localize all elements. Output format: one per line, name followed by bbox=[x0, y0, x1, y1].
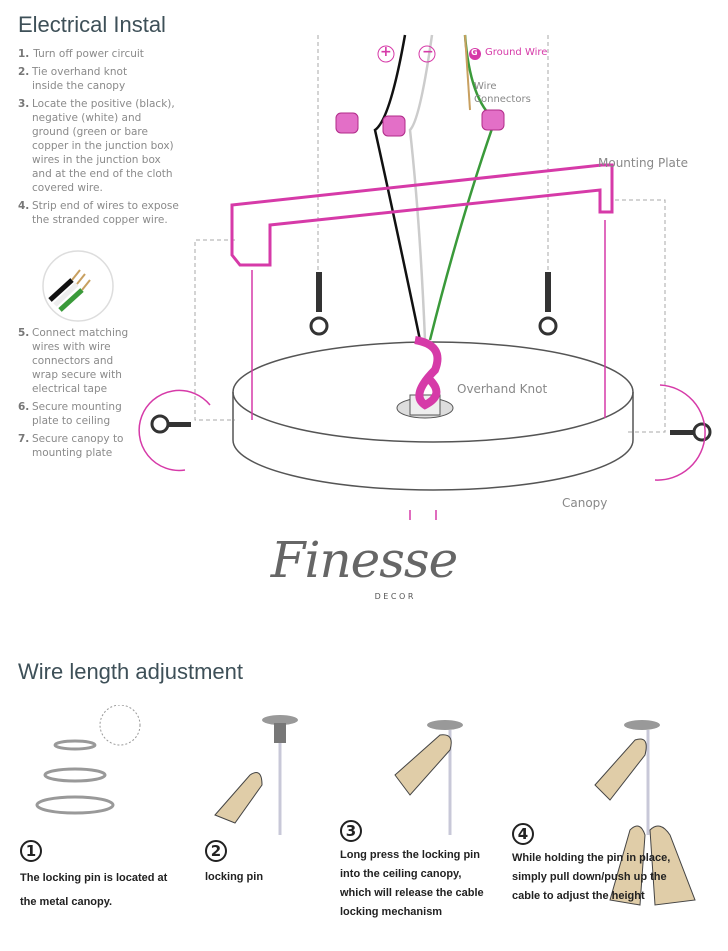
hands-icon bbox=[609, 825, 696, 906]
step-number: 7. bbox=[18, 433, 30, 445]
step-5: 5.Connect matching wires with wire conne… bbox=[18, 326, 138, 396]
step-number: 5. bbox=[18, 327, 30, 339]
mounting-plate-label: Mounting Plate bbox=[598, 156, 688, 170]
step-text: Strip end of wires to expose the strande… bbox=[32, 200, 179, 226]
step-number: 4 bbox=[512, 823, 534, 845]
positive-label: + bbox=[380, 44, 392, 60]
step-text: The locking pin is located at the metal … bbox=[20, 872, 168, 908]
electrical-title: Electrical Instal bbox=[18, 12, 166, 37]
negative-label: − bbox=[422, 44, 434, 60]
step-number: 2 bbox=[205, 840, 227, 862]
step-text: Connect matching wires with wire connect… bbox=[32, 327, 129, 395]
step-1: 1.Turn off power circuit bbox=[18, 47, 228, 61]
step-number: 4. bbox=[18, 200, 30, 212]
step-number: 3. bbox=[18, 98, 30, 110]
step-number: 3 bbox=[340, 820, 362, 842]
press-pin-icon bbox=[394, 720, 463, 835]
logo-name: Finesse bbox=[270, 531, 458, 589]
wire-step-1: 1 The locking pin is located at the meta… bbox=[20, 840, 180, 914]
installation-diagram bbox=[138, 34, 712, 520]
wire-length-title: Wire length adjustment bbox=[18, 659, 243, 684]
black-wire bbox=[373, 34, 422, 341]
electrical-steps: 1.Turn off power circuit 2.Tie overhand … bbox=[18, 47, 228, 231]
step-number: 1 bbox=[20, 840, 42, 862]
step-number: 2. bbox=[18, 66, 30, 78]
logo-sub: D E C O R bbox=[374, 592, 414, 601]
canopy-label: Canopy bbox=[562, 496, 608, 510]
mounting-plate bbox=[230, 163, 614, 267]
step-text: While holding the pin in place, simply p… bbox=[512, 852, 671, 902]
step-text: locking pin bbox=[205, 871, 264, 883]
electrical-steps-continued: 5.Connect matching wires with wire conne… bbox=[18, 326, 228, 464]
wire-step-3: 3 Long press the locking pin into the ce… bbox=[340, 820, 490, 922]
chandelier-icon bbox=[35, 705, 141, 815]
canopy-shape bbox=[232, 392, 634, 491]
stripped-wires-icon bbox=[42, 250, 114, 322]
step-text: Tie overhand knot inside the canopy bbox=[32, 66, 128, 92]
wire-step-4: 4 While holding the pin in place, simply… bbox=[512, 823, 687, 906]
step-text: Locate the positive (black), negative (w… bbox=[32, 98, 175, 194]
ground-wire-label: Ground Wire bbox=[485, 47, 548, 58]
finesse-decor-logo: Finesse D E C O R bbox=[0, 530, 728, 602]
wire-connectors-label: Wire Connectors bbox=[474, 81, 531, 105]
overhand-knot bbox=[414, 336, 442, 410]
step-4: 4.Strip end of wires to expose the stran… bbox=[18, 199, 188, 227]
ground-wire bbox=[428, 34, 497, 341]
wire-adjustment-illustrations bbox=[35, 705, 660, 835]
step-7: 7.Secure canopy to mounting plate bbox=[18, 432, 128, 460]
canopy-pin-icon bbox=[214, 715, 298, 835]
step-text: Turn off power circuit bbox=[33, 48, 144, 60]
step-text: Secure canopy to mounting plate bbox=[32, 433, 124, 459]
white-wire bbox=[408, 34, 434, 341]
overhand-knot-label: Overhand Knot bbox=[457, 382, 548, 396]
step-number: 1. bbox=[18, 48, 30, 60]
wire-connectors bbox=[335, 109, 505, 137]
wire-step-2: 2 locking pin bbox=[205, 840, 263, 887]
step-text: Secure mounting plate to ceiling bbox=[32, 401, 122, 427]
step-number: 6. bbox=[18, 401, 30, 413]
step-text: Long press the locking pin into the ceil… bbox=[340, 849, 484, 918]
step-3: 3.Locate the positive (black), negative … bbox=[18, 97, 178, 195]
ground-badge: G bbox=[471, 48, 478, 57]
pull-cable-icon bbox=[594, 720, 660, 835]
step-2: 2.Tie overhand knot inside the canopy bbox=[18, 65, 138, 93]
step-6: 6.Secure mounting plate to ceiling bbox=[18, 400, 128, 428]
